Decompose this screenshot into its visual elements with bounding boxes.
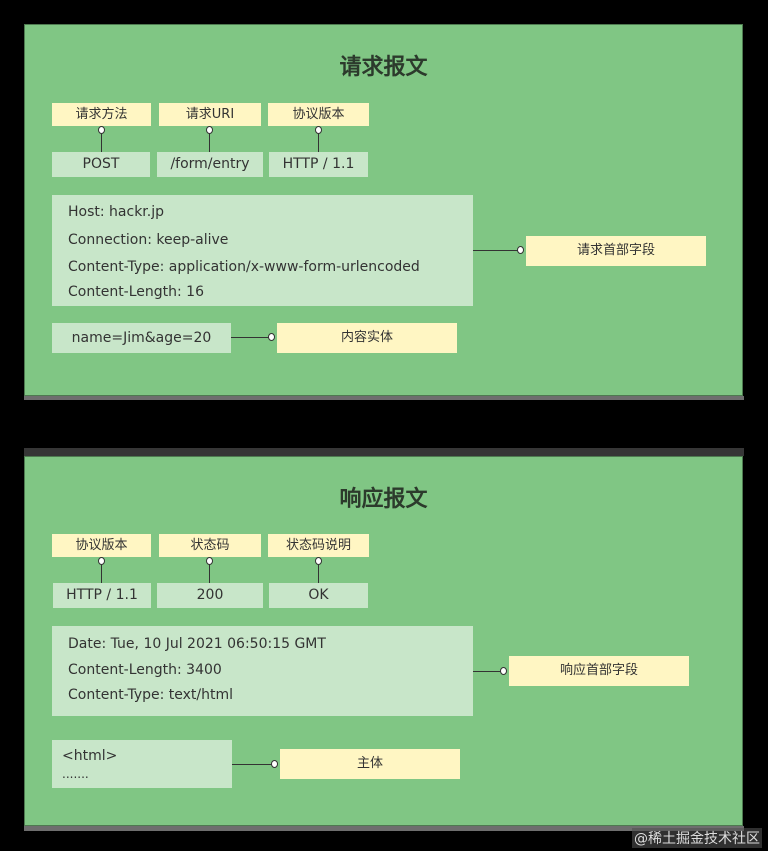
label-protocol-version: 协议版本	[52, 534, 151, 557]
connector-dot	[98, 557, 105, 565]
connector-dot	[315, 557, 322, 565]
label-request-method: 请求方法	[52, 103, 151, 126]
value-status-text: OK	[269, 583, 368, 608]
value-uri: /form/entry	[157, 152, 263, 177]
connector-dot	[98, 126, 105, 134]
request-title: 请求报文	[339, 55, 428, 80]
connector-line	[473, 671, 501, 672]
value-version: HTTP / 1.1	[53, 583, 151, 608]
label-request-headers: 请求首部字段	[526, 236, 706, 266]
connector-dot	[517, 246, 524, 254]
connector-line	[101, 565, 102, 584]
connector-line	[318, 134, 319, 153]
value-status-code: 200	[157, 583, 263, 608]
connector-line	[209, 134, 210, 153]
connector-dot	[206, 126, 213, 134]
connector-line	[318, 565, 319, 584]
label-protocol-version: 协议版本	[268, 103, 369, 126]
connector-dot	[206, 557, 213, 565]
connector-dot	[268, 333, 275, 341]
header-line: Content-Length: 16	[68, 284, 205, 300]
connector-line	[232, 764, 272, 765]
request-headers-block: Host: hackr.jp Connection: keep-alive Co…	[52, 195, 473, 306]
header-line: Content-Type: text/html	[68, 687, 234, 703]
response-headers-block: Date: Tue, 10 Jul 2021 06:50:15 GMT Cont…	[52, 626, 473, 716]
value-version: HTTP / 1.1	[269, 152, 368, 177]
body-line: <html>	[62, 748, 118, 764]
connector-dot	[500, 667, 507, 675]
panel-top-bar	[24, 448, 744, 456]
label-status-code: 状态码	[159, 534, 261, 557]
connector-line	[101, 134, 102, 153]
response-title: 响应报文	[339, 487, 428, 512]
panel-shadow	[24, 826, 744, 831]
value-method: POST	[52, 152, 150, 177]
label-request-uri: 请求URI	[159, 103, 261, 126]
response-panel: 响应报文 协议版本 状态码 状态码说明 HTTP / 1.1 200 OK Da…	[24, 456, 743, 826]
label-request-body: 内容实体	[277, 323, 457, 353]
connector-line	[209, 565, 210, 584]
label-status-text: 状态码说明	[268, 534, 369, 557]
watermark: @稀土掘金技术社区	[632, 828, 762, 848]
header-line: Connection: keep-alive	[68, 232, 229, 248]
connector-dot	[315, 126, 322, 134]
body-line: .......	[62, 767, 89, 781]
header-line: Content-Length: 3400	[68, 662, 222, 678]
connector-line	[473, 250, 518, 251]
header-line: Date: Tue, 10 Jul 2021 06:50:15 GMT	[68, 636, 326, 652]
header-line: Content-Type: application/x-www-form-url…	[68, 259, 420, 275]
request-panel: 请求报文 请求方法 请求URI 协议版本 POST /form/entry HT…	[24, 24, 743, 396]
panel-shadow	[24, 396, 744, 400]
response-body-block: <html> .......	[52, 740, 232, 788]
request-body-block: name=Jim&age=20	[52, 323, 231, 353]
label-response-headers: 响应首部字段	[509, 656, 689, 686]
label-response-body: 主体	[280, 749, 460, 779]
connector-line	[231, 337, 269, 338]
header-line: Host: hackr.jp	[68, 204, 164, 220]
connector-dot	[271, 760, 278, 768]
